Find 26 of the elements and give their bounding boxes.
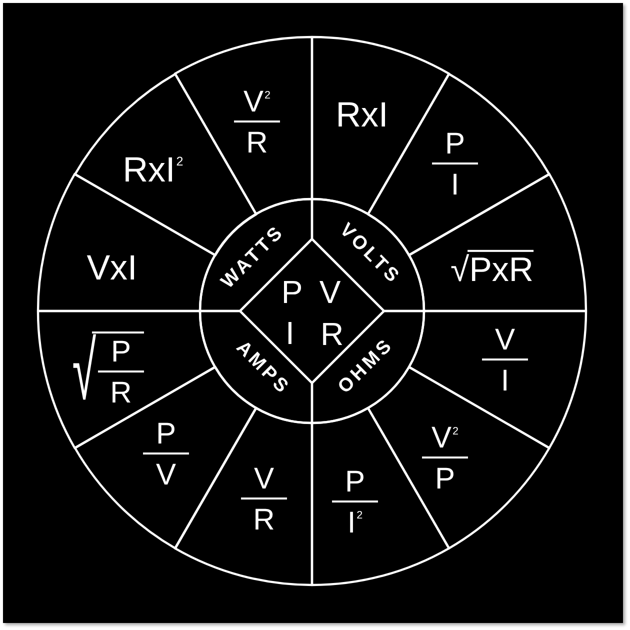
formula-denominator: V (156, 460, 176, 490)
formula-denominator: I (500, 366, 510, 396)
formula-denominator: R (110, 378, 132, 408)
formula-numerator: P (156, 420, 176, 450)
formula-numerator: V (254, 464, 274, 494)
outer-ring-sector (35, 308, 218, 451)
formula-text: VxI (86, 250, 138, 286)
formula-denominator: P (434, 464, 455, 494)
formula-denominator: R (253, 505, 275, 536)
formula-denominator: I (450, 170, 460, 200)
formula-text: √PxR (450, 248, 534, 292)
formula-numerator: V$^{2}$ (431, 424, 459, 454)
formula-numerator: P (344, 467, 365, 498)
formula-numerator: P (444, 129, 465, 160)
quantity-letter: V (319, 276, 341, 308)
formula-numerator: V (494, 326, 515, 356)
formula-text: RxI$^{2}$ (122, 152, 184, 188)
radical-sign: √ (72, 332, 96, 414)
formula-denominator: R (246, 128, 268, 158)
formula-text: RxI (336, 98, 388, 132)
formula-numerator: P (111, 338, 132, 368)
quantity-letter: P (281, 276, 303, 308)
quantity-letter: I (286, 317, 294, 349)
outer-ring-sector (309, 404, 452, 588)
formula-numerator: V$^{2}$ (243, 88, 271, 118)
formula-denominator: I$^{2}$ (347, 508, 363, 538)
